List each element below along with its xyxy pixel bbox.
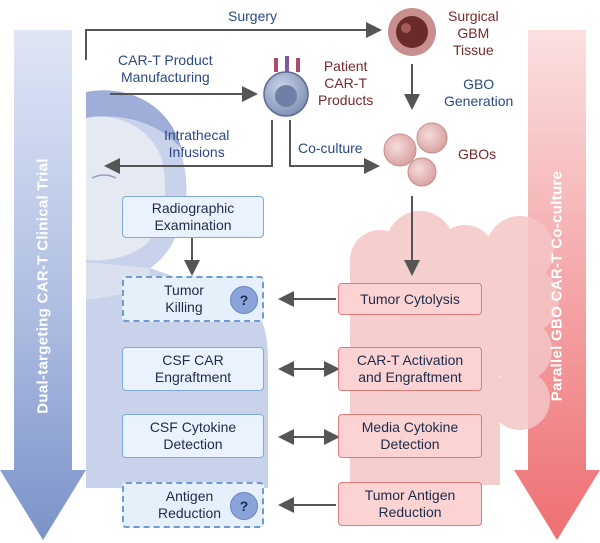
csf-cytokine-detection-box: CSF Cytokine Detection — [122, 414, 264, 458]
gbo-organoids-icon — [383, 122, 448, 187]
csf-car-engraftment-label: CSF CAR Engraftment — [154, 352, 232, 385]
antigen-reduction-label: Antigen Reduction — [158, 488, 222, 521]
csf-cytokine-detection-label: CSF Cytokine Detection — [149, 419, 237, 452]
gbos-label: GBOs — [458, 146, 497, 162]
surgical-tissue-label: Surgical GBM Tissue — [448, 8, 499, 58]
gbo-generation-label: GBO Generation — [444, 76, 514, 109]
radiographic-examination-box: Radiographic Examination — [122, 196, 264, 238]
car-t-activation-label: CAR-T Activation and Engraftment — [356, 352, 464, 385]
media-cytokine-detection-box: Media Cytokine Detection — [338, 414, 482, 458]
question-marker: ? — [230, 492, 258, 520]
media-cytokine-detection-label: Media Cytokine Detection — [361, 419, 459, 452]
car-t-activation-box: CAR-T Activation and Engraftment — [338, 347, 482, 391]
tumor-antigen-reduction-box: Tumor Antigen Reduction — [338, 482, 482, 526]
radiographic-examination-label: Radiographic Examination — [151, 200, 235, 233]
coculture-label: Co-culture — [298, 140, 363, 156]
car-t-cell-icon — [263, 56, 309, 117]
right-arrow-title: Parallel GBO CAR-T Co-culture — [548, 170, 566, 402]
tumor-cytolysis-box: Tumor Cytolysis — [338, 283, 482, 315]
manufacturing-label: CAR-T Product Manufacturing — [118, 52, 213, 85]
tumor-killing-label: Tumor Killing — [164, 282, 204, 315]
patient-products-label: Patient CAR-T Products — [318, 58, 374, 108]
surgery-label: Surgery — [228, 8, 278, 24]
left-track-arrow — [0, 30, 86, 540]
csf-car-engraftment-box: CSF CAR Engraftment — [122, 347, 264, 391]
surgical-tissue-icon — [388, 8, 436, 56]
intrathecal-label: Intrathecal Infusions — [164, 127, 230, 160]
left-arrow-title: Dual-targeting CAR-T Clinical Trial — [34, 158, 52, 414]
tumor-cytolysis-label: Tumor Cytolysis — [360, 290, 460, 307]
question-marker: ? — [230, 286, 258, 314]
tumor-antigen-reduction-label: Tumor Antigen Reduction — [364, 487, 456, 520]
